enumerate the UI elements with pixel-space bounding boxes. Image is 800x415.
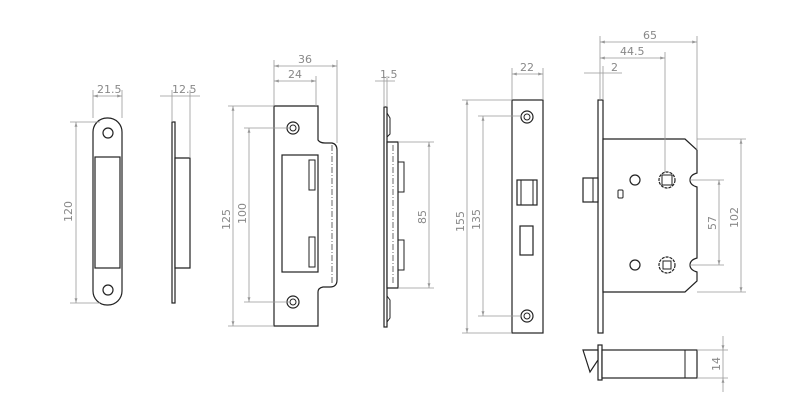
dim-22: 22	[520, 61, 534, 74]
dim-1-5: 1.5	[380, 68, 398, 81]
dim-102: 102	[728, 207, 741, 228]
dim-100: 100	[236, 203, 249, 224]
dim-125: 125	[220, 209, 233, 230]
dim-155: 155	[454, 211, 467, 232]
dim-44-5: 44.5	[620, 45, 645, 58]
dim-85: 85	[416, 210, 429, 224]
strike-plate-side: 1.5 85	[375, 68, 434, 328]
dim-14: 14	[710, 357, 723, 371]
dim-120: 120	[62, 201, 75, 222]
dim-12-5: 12.5	[172, 83, 197, 96]
dim-36: 36	[298, 53, 312, 66]
dim-57: 57	[706, 216, 719, 230]
strike-plate-front: 36 24 125 100	[220, 53, 338, 327]
dim-65: 65	[643, 29, 657, 42]
magnetic-strike-side: 12.5	[160, 83, 200, 304]
magnetic-strike-front: 21.5 120	[62, 83, 123, 306]
lock-case-side: 65 44.5 2 57 102	[582, 29, 746, 334]
lock-case-top: 14	[582, 336, 728, 392]
dim-2: 2	[611, 61, 618, 74]
dim-135: 135	[470, 209, 483, 230]
dim-24: 24	[288, 68, 302, 81]
dim-21-5: 21.5	[97, 83, 122, 96]
lock-forend-front: 22 155 135	[454, 61, 544, 334]
